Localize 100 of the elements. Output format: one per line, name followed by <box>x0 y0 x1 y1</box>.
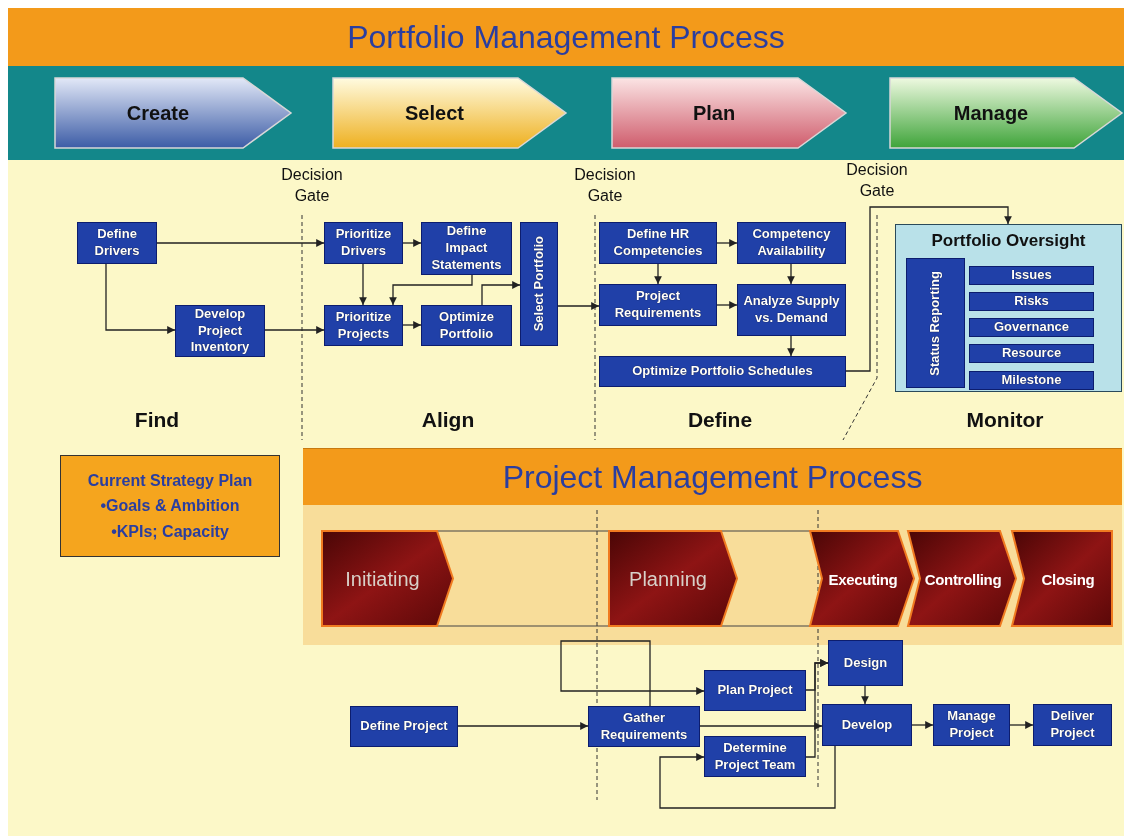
box-label: Determine Project Team <box>713 739 797 774</box>
chevron-label: Manage <box>952 101 1030 125</box>
box-label: Risks <box>1013 293 1050 310</box>
arrow <box>389 274 473 306</box>
phase-block <box>609 531 737 626</box>
arrow <box>1009 721 1034 729</box>
box-label: Project Requirements <box>613 288 703 322</box>
banner-label: Project Management Process <box>502 458 923 496</box>
note-bullet: •Goals & Ambition <box>100 496 240 517</box>
arrow <box>654 263 662 285</box>
stage-label: Monitor <box>965 408 1045 432</box>
box-label: Competency Availability <box>751 226 832 260</box>
phase-block <box>612 78 846 148</box>
process-box <box>324 222 403 264</box>
phase-block <box>890 78 1122 148</box>
process-box <box>737 222 846 264</box>
process-box <box>350 706 458 747</box>
arrow <box>105 263 176 334</box>
process-box <box>969 318 1094 337</box>
arrow <box>861 685 869 705</box>
arrow <box>481 281 521 306</box>
chevron-label: Planning <box>628 567 708 590</box>
chevron-label: Plan <box>691 101 737 125</box>
arrow <box>156 239 325 247</box>
process-box <box>421 305 512 346</box>
arrow <box>911 721 934 729</box>
process-box <box>704 670 806 711</box>
stage-label: Align <box>420 408 476 432</box>
box-label: Prioritize Drivers <box>334 226 393 260</box>
box-label: Plan Project <box>716 682 794 699</box>
process-box <box>737 284 846 336</box>
arrow <box>845 206 1012 372</box>
process-box <box>933 704 1010 746</box>
section-banner <box>303 448 1122 505</box>
process-box <box>599 284 717 326</box>
chevron-label: Create <box>125 101 191 125</box>
arrow <box>787 263 795 285</box>
box-label: Optimize Portfolio Schedules <box>631 363 814 380</box>
stage-label: Define <box>686 408 754 432</box>
process-box <box>704 736 806 777</box>
process-box <box>588 706 700 747</box>
process-box <box>175 305 265 357</box>
box-label: Develop Project Inventory <box>189 305 251 357</box>
gate-label: Decision Gate <box>280 165 344 206</box>
arrow <box>560 640 705 707</box>
process-box <box>969 292 1094 311</box>
process-box <box>906 258 965 388</box>
note-bullet: •KPIs; Capacity <box>111 521 229 542</box>
box-label: Gather Requirements <box>599 709 689 744</box>
box-label: Define Impact Statements <box>430 223 503 274</box>
process-box <box>969 371 1094 390</box>
box-label: Define Project <box>359 718 449 735</box>
box-label: Issues <box>1010 267 1053 284</box>
box-label: Select Portfolio <box>529 236 547 332</box>
box-label: Define Drivers <box>93 226 141 260</box>
phase-block <box>322 531 453 626</box>
process-box <box>828 640 903 686</box>
process-box <box>969 266 1094 285</box>
box-label: Design <box>842 654 889 672</box>
chevron-label: Executing <box>827 570 899 587</box>
phase-block <box>1012 531 1112 626</box>
note-heading: Current Strategy Plan <box>87 470 253 491</box>
box-label: Milestone <box>1000 372 1063 389</box>
arrow <box>805 659 829 758</box>
box-label: Prioritize Projects <box>334 308 393 343</box>
process-box <box>969 344 1094 363</box>
box-label: Resource <box>1000 345 1063 362</box>
box-label: Governance <box>992 319 1071 336</box>
arrow <box>716 301 738 309</box>
box-label: Status Reporting <box>926 270 944 376</box>
box-label: Develop <box>840 716 894 734</box>
process-box <box>599 222 717 264</box>
gate-label: Decision Gate <box>573 165 637 206</box>
process-box <box>822 704 912 746</box>
arrow <box>716 239 738 247</box>
chevron-label: Closing <box>1040 570 1096 587</box>
box-label: Manage Project <box>946 708 997 742</box>
arrow <box>557 302 600 310</box>
arrow <box>457 722 589 730</box>
process-box <box>1033 704 1112 746</box>
chevron-label: Controlling <box>923 570 1003 587</box>
arrow <box>359 263 367 306</box>
phase-block <box>55 78 291 148</box>
process-box <box>421 222 512 275</box>
note-box <box>60 455 280 557</box>
group-panel <box>895 224 1122 392</box>
process-box <box>77 222 157 264</box>
title-banner: Portfolio Management Process <box>8 8 1124 66</box>
arrow <box>659 745 836 809</box>
arrow <box>787 335 795 357</box>
arrow <box>699 722 823 730</box>
arrow <box>402 239 422 247</box>
chevron-label: Select <box>404 101 465 125</box>
panel-heading: Portfolio Oversight <box>930 231 1087 251</box>
box-label: Analyze Supply vs. Demand <box>742 293 841 327</box>
process-box <box>599 356 846 387</box>
box-label: Define HR Competencies <box>612 226 704 260</box>
process-box <box>520 222 558 346</box>
gate-label: Decision Gate <box>845 160 909 201</box>
arrow <box>264 326 325 334</box>
